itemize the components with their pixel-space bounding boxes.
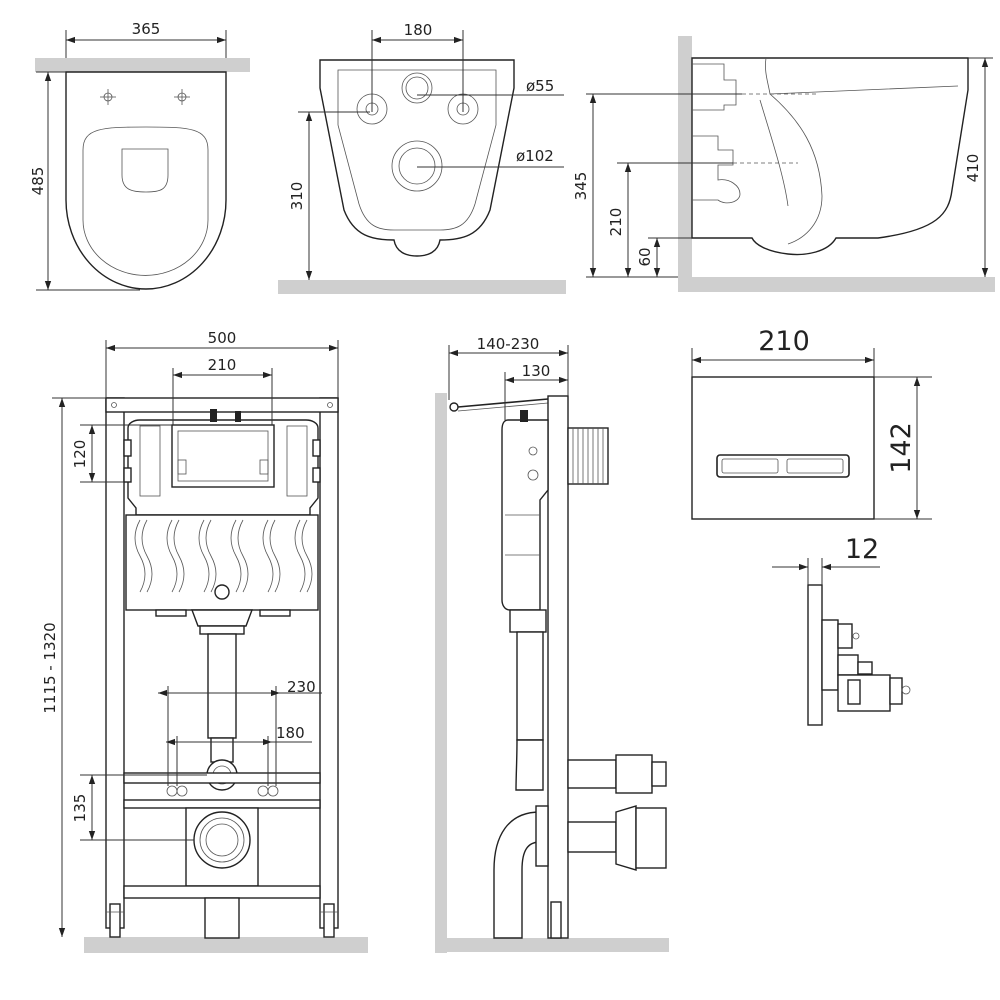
drain-outlet	[193, 811, 251, 869]
flush-plate-front-view: 210 142	[691, 326, 932, 520]
frame-legs	[106, 903, 338, 938]
dim-height-210: 210	[607, 208, 625, 237]
dim-frame-height-1115-1320: 1115 - 1320	[41, 622, 59, 713]
bowl-top-view: 365 485	[29, 20, 250, 291]
dim-width-365: 365	[132, 20, 161, 38]
dim-height-410: 410	[964, 154, 982, 183]
dim-drain-height-135: 135	[71, 794, 89, 823]
flush-plate-side-view: 12	[772, 534, 911, 726]
dim-frame-width-500: 500	[208, 329, 237, 347]
side-flush-pipe	[516, 631, 544, 741]
flush-plate	[691, 376, 875, 520]
dim-rod-230: 230	[287, 678, 316, 696]
frame-side-post	[547, 395, 569, 939]
dim-rod-180: 180	[276, 724, 305, 742]
dim-hole-spacing-180: 180	[404, 21, 433, 39]
cistern	[123, 409, 321, 635]
cistern-side	[501, 410, 549, 633]
mounting-hole-right	[174, 89, 190, 105]
dim-depth-485: 485	[29, 167, 47, 196]
frame-front-view: 500 210 120 1115 - 1320 135 230 180	[41, 329, 368, 953]
flush-plate-button[interactable]	[716, 454, 850, 478]
frame-side-view: 140-230 130	[435, 335, 669, 953]
dim-height-345: 345	[572, 172, 590, 201]
flush-plate-side	[807, 584, 823, 726]
dim-dia-55: ø55	[526, 77, 554, 95]
frame-right-post	[319, 397, 339, 929]
dim-height-310: 310	[288, 182, 306, 211]
bowl-back-view: 180 ø55 ø102 310	[278, 21, 566, 294]
mounting-hole-left	[100, 89, 116, 105]
dim-plate-width-210: 210	[758, 326, 810, 357]
cistern-access-window	[171, 424, 275, 488]
dim-top-offset-120: 120	[71, 440, 89, 469]
dim-height-60: 60	[636, 247, 654, 266]
dim-depth-140-230: 140-230	[477, 335, 540, 353]
flush-pipe	[207, 633, 237, 739]
dim-plate-thickness-12: 12	[845, 534, 879, 565]
dim-plate-height-142: 142	[886, 422, 917, 474]
dim-depth-130: 130	[522, 362, 551, 380]
cistern-ribbed-connector	[567, 427, 609, 485]
dim-tank-window-210: 210	[208, 356, 237, 374]
bowl-side-view: 345 210 60 410	[572, 36, 995, 292]
frame-left-post	[105, 397, 125, 929]
dim-dia-102: ø102	[516, 147, 554, 165]
